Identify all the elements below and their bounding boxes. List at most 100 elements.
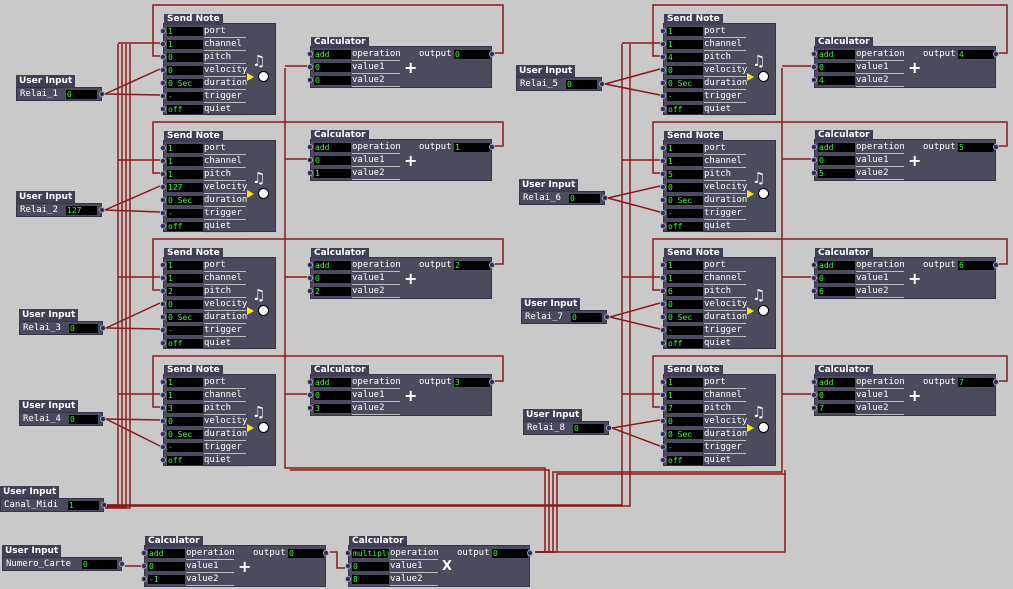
input-port-trigger[interactable] — [160, 93, 166, 99]
input-port-trigger[interactable] — [660, 93, 666, 99]
send-note-channel-value[interactable]: 1 — [167, 157, 203, 166]
user-input-title[interactable]: User Input — [16, 75, 76, 87]
send-note-port-value[interactable]: 1 — [667, 261, 703, 270]
input-port-pitch[interactable] — [660, 171, 666, 177]
input-port-quiet[interactable] — [660, 340, 666, 346]
calculator-value1-value[interactable]: 0 — [818, 63, 855, 72]
output-port[interactable] — [101, 502, 107, 508]
output-port[interactable] — [602, 195, 608, 201]
calculator-title[interactable]: Calculator — [311, 130, 369, 141]
calculator-title[interactable]: Calculator — [349, 536, 407, 547]
output-port[interactable] — [99, 91, 105, 97]
calculator-operation-value[interactable]: add — [314, 50, 351, 59]
input-port-operation[interactable] — [811, 51, 817, 57]
input-port-value2[interactable] — [811, 77, 817, 83]
calculator-value2-value[interactable]: 5 — [818, 169, 855, 178]
calculator-value2-value[interactable]: 6 — [818, 287, 855, 296]
output-port[interactable] — [99, 207, 105, 213]
output-port[interactable] — [323, 550, 329, 556]
send-note-quiet-value[interactable]: off — [667, 339, 703, 348]
input-port-trigger[interactable] — [660, 210, 666, 216]
send-note-duration-value[interactable]: 0 Sec — [167, 79, 203, 88]
input-port-quiet[interactable] — [160, 223, 166, 229]
send-note-quiet-value[interactable]: off — [667, 222, 703, 231]
calculator-operation-value[interactable]: add — [314, 261, 351, 270]
send-note-trigger-value[interactable]: - — [167, 326, 203, 335]
input-port-value2[interactable] — [307, 170, 313, 176]
input-port-duration[interactable] — [160, 197, 166, 203]
send-note-port-value[interactable]: 1 — [667, 27, 703, 36]
input-port-channel[interactable] — [660, 158, 666, 164]
calculator-title[interactable]: Calculator — [815, 248, 873, 259]
output-port[interactable] — [599, 81, 605, 87]
user-input-value[interactable]: 0 — [66, 90, 97, 99]
send-note-trigger-value[interactable]: - — [167, 92, 203, 101]
input-port-pitch[interactable] — [160, 405, 166, 411]
input-port-value1[interactable] — [811, 64, 817, 70]
input-port-quiet[interactable] — [660, 457, 666, 463]
user-input-title[interactable]: User Input — [523, 409, 583, 421]
send-note-quiet-value[interactable]: off — [667, 105, 703, 114]
input-port-pitch[interactable] — [160, 171, 166, 177]
input-port-velocity[interactable] — [660, 301, 666, 307]
send-note-duration-value[interactable]: 0 Sec — [167, 313, 203, 322]
send-note-channel-value[interactable]: 1 — [667, 391, 703, 400]
calculator-value1-value[interactable]: 0 — [148, 562, 185, 571]
input-port-duration[interactable] — [160, 80, 166, 86]
calculator-value2-value[interactable]: 2 — [314, 287, 351, 296]
send-note-channel-value[interactable]: 1 — [167, 391, 203, 400]
calculator-value2-value[interactable]: 8 — [352, 575, 389, 584]
output-port[interactable] — [489, 379, 495, 385]
calculator-value2-value[interactable]: 7 — [818, 404, 855, 413]
input-port-channel[interactable] — [160, 275, 166, 281]
input-port-port[interactable] — [660, 145, 666, 151]
input-port-value1[interactable] — [141, 563, 147, 569]
output-port[interactable] — [993, 51, 999, 57]
input-port-velocity[interactable] — [160, 184, 166, 190]
input-port-value1[interactable] — [345, 563, 351, 569]
calculator-value2-value[interactable]: -1 — [148, 575, 185, 584]
calculator-value1-value[interactable]: 0 — [352, 562, 389, 571]
calculator-value1-value[interactable]: 0 — [314, 156, 351, 165]
send-note-title[interactable]: Send Note — [664, 365, 723, 376]
input-port-channel[interactable] — [160, 158, 166, 164]
calculator-value1-value[interactable]: 0 — [818, 274, 855, 283]
input-port-channel[interactable] — [660, 41, 666, 47]
input-port-trigger[interactable] — [160, 327, 166, 333]
output-port[interactable] — [993, 144, 999, 150]
send-note-trigger-value[interactable]: - — [167, 443, 203, 452]
user-input-value[interactable]: 1 — [68, 501, 99, 510]
input-port-duration[interactable] — [660, 197, 666, 203]
user-input-value[interactable]: 0 — [69, 415, 98, 424]
input-port-velocity[interactable] — [660, 418, 666, 424]
input-port-operation[interactable] — [811, 144, 817, 150]
calculator-title[interactable]: Calculator — [145, 536, 203, 547]
send-note-pitch-value[interactable]: 1 — [167, 170, 203, 179]
output-port[interactable] — [489, 144, 495, 150]
send-note-trigger-value[interactable]: - — [667, 209, 703, 218]
input-port-quiet[interactable] — [160, 106, 166, 112]
input-port-operation[interactable] — [141, 550, 147, 556]
input-port-channel[interactable] — [160, 392, 166, 398]
calculator-title[interactable]: Calculator — [311, 37, 369, 48]
input-port-duration[interactable] — [660, 431, 666, 437]
send-note-velocity-value[interactable]: 0 — [667, 183, 703, 192]
output-port[interactable] — [489, 262, 495, 268]
